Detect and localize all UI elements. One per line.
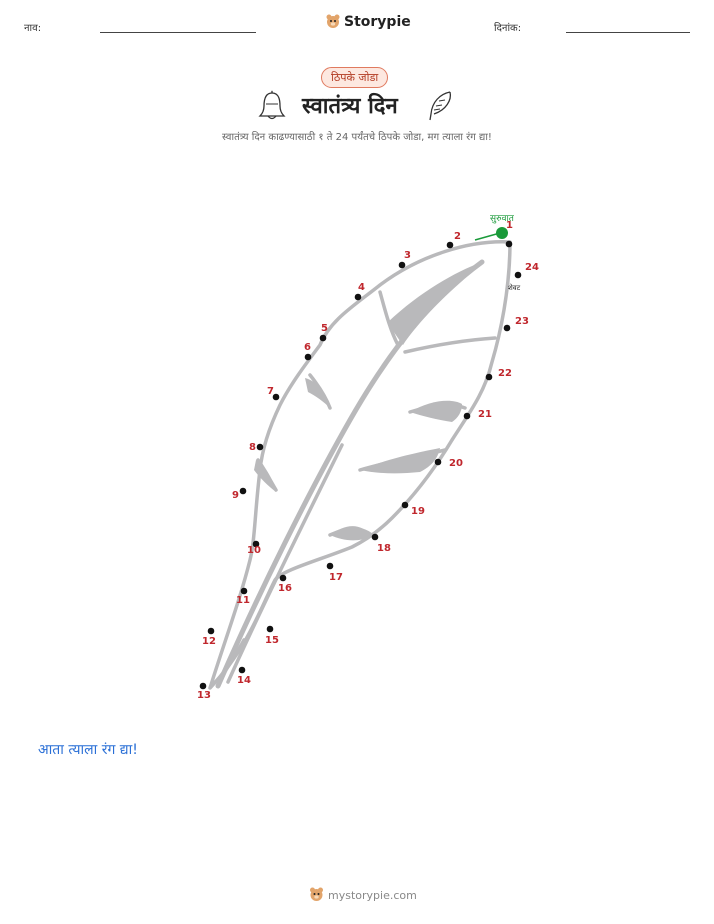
dot-number-17: 17 [329, 572, 343, 583]
brand-logo: Storypie [326, 14, 411, 30]
dot-number-12: 12 [202, 636, 216, 647]
footer: mystorypie.com [309, 887, 417, 903]
dot-2[interactable] [446, 241, 454, 249]
dot-7[interactable] [272, 393, 280, 401]
dot-number-8: 8 [249, 442, 256, 453]
dot-number-6: 6 [304, 342, 311, 353]
dot-number-4: 4 [358, 282, 365, 293]
dot-number-24: 24 [525, 262, 539, 273]
color-instruction: आता त्याला रंग द्या! [38, 742, 138, 758]
dot-number-11: 11 [236, 595, 250, 606]
activity-badge: ठिपके जोडा [321, 67, 389, 88]
bell-icon [258, 90, 286, 120]
dot-16[interactable] [279, 574, 287, 582]
dot-21[interactable] [463, 412, 471, 420]
dot-number-13: 13 [197, 690, 211, 701]
dot-11[interactable] [240, 587, 248, 595]
dot-number-21: 21 [478, 409, 492, 420]
brand-name: Storypie [344, 14, 411, 30]
dot-number-20: 20 [449, 458, 463, 469]
dot-20[interactable] [434, 458, 442, 466]
page-title: स्वातंत्र्य दिन [302, 94, 398, 119]
dot-number-16: 16 [278, 583, 292, 594]
dot-number-7: 7 [267, 386, 274, 397]
start-pointer-line [474, 232, 501, 241]
date-line[interactable] [566, 32, 690, 33]
dot-8[interactable] [256, 443, 264, 451]
dot-12[interactable] [207, 627, 215, 635]
dot-number-1: 1 [506, 220, 513, 231]
feather-icon [429, 91, 452, 121]
dot-13[interactable] [199, 682, 207, 690]
dot-number-14: 14 [237, 675, 251, 686]
bear-logo-icon [310, 887, 323, 901]
dot-15[interactable] [266, 625, 274, 633]
dot-number-18: 18 [377, 543, 391, 554]
dot-18[interactable] [371, 533, 379, 541]
start-label: सुरुवात [490, 214, 515, 224]
dot-17[interactable] [326, 562, 334, 570]
dot-number-19: 19 [411, 506, 425, 517]
dot-22[interactable] [485, 373, 493, 381]
dot-5[interactable] [319, 334, 327, 342]
feather-outline [208, 240, 512, 690]
dot-1[interactable] [505, 240, 513, 248]
dot-24[interactable] [514, 271, 522, 279]
footer-url[interactable]: mystorypie.com [328, 888, 417, 902]
dot-number-22: 22 [498, 368, 512, 379]
dot-number-3: 3 [404, 250, 411, 261]
start-marker[interactable] [496, 227, 508, 239]
instructions-text: स्वातंत्र्य दिन काढण्यासाठी १ ते 24 पर्य… [222, 132, 492, 143]
dot-number-5: 5 [321, 323, 328, 334]
dot-3[interactable] [398, 261, 406, 269]
dot-10[interactable] [252, 540, 260, 548]
dot-9[interactable] [239, 487, 247, 495]
dot-number-2: 2 [454, 231, 461, 242]
dot-19[interactable] [401, 501, 409, 509]
dot-14[interactable] [238, 666, 246, 674]
name-line[interactable] [100, 32, 256, 33]
dot-6[interactable] [304, 353, 312, 361]
dot-23[interactable] [503, 324, 511, 332]
dot-number-10: 10 [247, 545, 261, 556]
dot-number-9: 9 [232, 490, 239, 501]
dot-number-15: 15 [265, 635, 279, 646]
feather-shading [254, 262, 482, 541]
bear-logo-icon [326, 14, 340, 28]
name-label: नाव: [24, 23, 42, 34]
dot-4[interactable] [354, 293, 362, 301]
date-label: दिनांक: [494, 23, 522, 34]
dot-number-23: 23 [515, 316, 529, 327]
end-label: शेवट [508, 283, 521, 292]
